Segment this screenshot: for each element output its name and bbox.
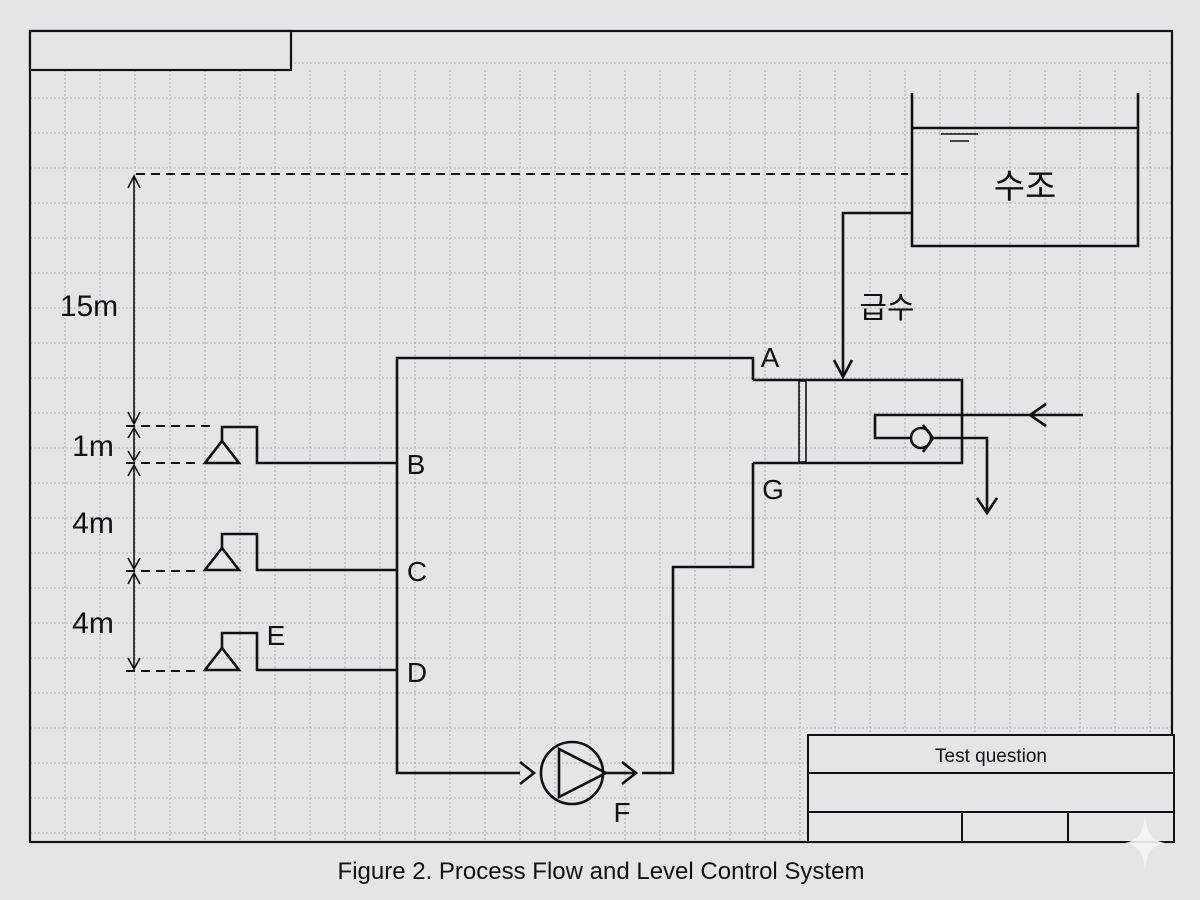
pump-icon bbox=[519, 740, 639, 806]
nozzle-icon bbox=[202, 438, 242, 465]
supply-label: 급수 bbox=[859, 291, 914, 326]
nozzle-e bbox=[202, 631, 397, 672]
background-grid bbox=[30, 62, 1172, 842]
point-label-d: D bbox=[407, 657, 427, 688]
point-label-b: B bbox=[407, 449, 426, 480]
dimension-1m bbox=[127, 426, 141, 463]
process-vessel bbox=[395, 356, 755, 775]
point-label-f: F bbox=[613, 797, 630, 828]
outlet-arrow-icon bbox=[975, 497, 999, 516]
dimension-label-1m: 1m bbox=[72, 430, 114, 463]
water-level-icon bbox=[941, 133, 978, 142]
nozzle-b bbox=[202, 425, 397, 465]
dimension-15m bbox=[127, 174, 141, 426]
level-control-chamber bbox=[753, 378, 1083, 516]
dimension-label-4m-lower: 4m bbox=[72, 607, 114, 640]
title-block-title: Test question bbox=[935, 746, 1047, 767]
partition-plate bbox=[798, 380, 807, 463]
top-left-title-box bbox=[28, 29, 293, 72]
point-label-a: A bbox=[761, 342, 780, 373]
dimension-label-15m: 15m bbox=[60, 290, 118, 323]
supply-arrow-icon bbox=[832, 359, 854, 380]
inlet-arrow-icon bbox=[1027, 402, 1047, 428]
sparkle-icon bbox=[1125, 815, 1165, 870]
tank-label: 수조 bbox=[994, 167, 1057, 207]
dimension-4m-upper bbox=[127, 463, 141, 571]
point-label-c: C bbox=[407, 556, 427, 587]
dimension-label-4m-upper: 4m bbox=[72, 507, 114, 540]
nozzle-icon bbox=[202, 545, 242, 572]
figure-caption: Figure 2. Process Flow and Level Control… bbox=[338, 858, 865, 885]
dimension-4m-lower bbox=[127, 571, 141, 671]
point-label-g: G bbox=[762, 474, 784, 505]
nozzle-c bbox=[202, 532, 397, 572]
point-label-e: E bbox=[267, 620, 286, 651]
title-block: Test question bbox=[807, 734, 1175, 843]
nozzle-icon bbox=[202, 645, 242, 672]
water-tank: 수조 bbox=[910, 93, 1140, 248]
supply-line: 급수 bbox=[832, 211, 915, 380]
drawing-frame bbox=[28, 29, 1174, 844]
